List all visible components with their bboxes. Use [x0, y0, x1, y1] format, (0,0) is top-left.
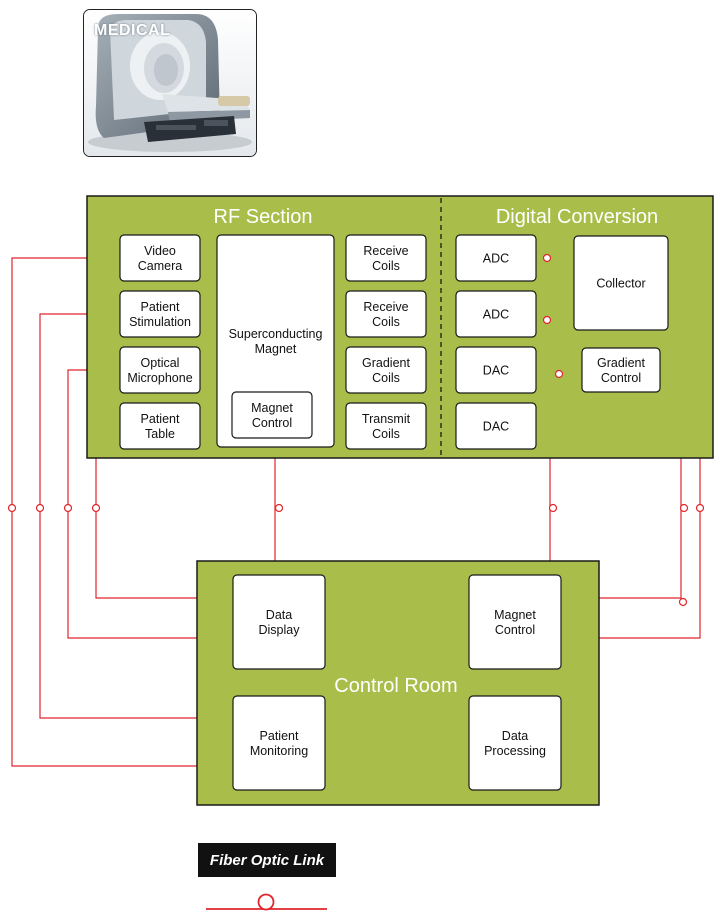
collector-block-box	[573, 235, 669, 331]
adc-2-block-box	[455, 290, 537, 338]
fiber-coupler-4	[91, 503, 101, 513]
legend-coupler-circle	[257, 893, 275, 911]
control-magnet-control-block-box	[468, 574, 562, 670]
dac-1-block-box	[455, 346, 537, 394]
control-magnet-control-block-label: Magnet	[494, 608, 536, 622]
video-camera-block-label: Camera	[138, 259, 183, 273]
fiber-coupler-2	[35, 503, 45, 513]
medical-label: MEDICAL	[94, 22, 171, 39]
fiber-coupler-10	[542, 253, 552, 263]
fiber-optic-legend-symbol	[206, 893, 327, 911]
data-processing-block-label: Processing	[484, 744, 546, 758]
fiber-coupler-9	[678, 597, 688, 607]
gradient-control-block-box	[581, 347, 661, 393]
fiber-optic-legend-label: Fiber Optic Link	[198, 843, 336, 877]
receive-coils-2-block-label: Coils	[372, 315, 400, 329]
digital-conversion-title: Digital Conversion	[496, 206, 658, 228]
collector-block: Collector	[573, 235, 669, 331]
patient-stimulation-block-label: Stimulation	[129, 315, 191, 329]
fiber-coupler-5	[274, 503, 284, 513]
adc-1-block-label: ADC	[483, 252, 509, 266]
adc-1-block: ADC	[455, 234, 537, 282]
patient-stimulation-block-box	[119, 290, 201, 338]
fiber-coupler-3	[63, 503, 73, 513]
gradient-coils-block-label: Gradient	[362, 356, 410, 370]
control-room-title: Control Room	[334, 675, 457, 697]
transmit-coils-block-box	[345, 402, 427, 450]
data-display-block-box	[232, 574, 326, 670]
data-processing-block-label: Data	[502, 729, 528, 743]
optical-microphone-block-label: Microphone	[127, 371, 192, 385]
patient-stimulation-block-label: Patient	[141, 300, 180, 314]
fiber-coupler-7	[679, 503, 689, 513]
fiber-coupler-8	[695, 503, 705, 513]
receive-coils-1-block-label: Receive	[363, 244, 408, 258]
dac-2-block-box	[455, 402, 537, 450]
adc-1-block-box	[455, 234, 537, 282]
dac-2-block-label: DAC	[483, 420, 509, 434]
dac-2-block: DAC	[455, 402, 537, 450]
rf-magnet-control-block-label: Magnet	[251, 401, 293, 415]
gradient-coils-block-label: Coils	[372, 371, 400, 385]
receive-coils-2-block-label: Receive	[363, 300, 408, 314]
rf-magnet-control-block-label: Control	[252, 416, 292, 430]
collector-block-label: Collector	[596, 277, 645, 291]
adc-2-block: ADC	[455, 290, 537, 338]
fiber-coupler-6	[548, 503, 558, 513]
patient-table-block-label: Table	[145, 427, 175, 441]
video-camera-block-label: Video	[144, 244, 176, 258]
mri-scanner-image	[84, 10, 256, 156]
optical-microphone-block-box	[119, 346, 201, 394]
gradient-coils-block-box	[345, 346, 427, 394]
fiber-coupler-12	[554, 369, 564, 379]
patient-table-block-label: Patient	[141, 412, 180, 426]
gradient-control-block-label: Control	[601, 371, 641, 385]
control-magnet-control-block-label: Control	[495, 623, 535, 637]
fiber-coupler-11	[542, 315, 552, 325]
video-camera-block-box	[119, 234, 201, 282]
superconducting-magnet-block-label: Superconducting	[229, 327, 323, 341]
transmit-coils-block-label: Coils	[372, 427, 400, 441]
adc-2-block-label: ADC	[483, 308, 509, 322]
rf-magnet-control-block-box	[231, 391, 313, 439]
patient-monitoring-block-label: Patient	[260, 729, 299, 743]
patient-monitoring-block-label: Monitoring	[250, 744, 308, 758]
transmit-coils-block-label: Transmit	[362, 412, 411, 426]
receive-coils-2-block-box	[345, 290, 427, 338]
data-processing-block-box	[468, 695, 562, 791]
patient-stimulation-link	[39, 313, 197, 719]
receive-coils-1-block-box	[345, 234, 427, 282]
data-display-block-label: Display	[259, 623, 301, 637]
patient-table-block-box	[119, 402, 201, 450]
data-display-block-label: Data	[266, 608, 292, 622]
optical-microphone-block-label: Optical	[141, 356, 180, 370]
fiber-coupler-1	[7, 503, 17, 513]
receive-coils-1-block-label: Coils	[372, 259, 400, 273]
patient-monitoring-block-box	[232, 695, 326, 791]
superconducting-magnet-block-label: Magnet	[255, 342, 297, 356]
dac-1-block-label: DAC	[483, 364, 509, 378]
mri-machine-photo: MEDICAL	[83, 9, 257, 157]
dac-1-block: DAC	[455, 346, 537, 394]
gradient-control-block-label: Gradient	[597, 356, 645, 370]
rf-section-title: RF Section	[214, 206, 313, 228]
